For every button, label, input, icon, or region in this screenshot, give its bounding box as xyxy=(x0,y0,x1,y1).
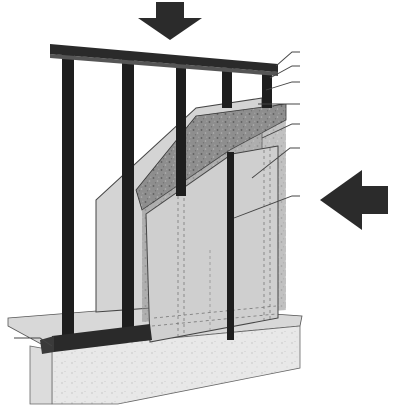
top-track xyxy=(50,44,278,76)
callout-leader-3 xyxy=(265,81,300,91)
callout-leader-1 xyxy=(275,51,300,67)
steel-studs xyxy=(62,54,272,340)
callout-leader-6 xyxy=(251,147,300,179)
callout-leader-7 xyxy=(233,195,300,219)
callout-leader-8 xyxy=(14,337,53,347)
callout-leader-5 xyxy=(261,123,300,139)
load-arrow-top xyxy=(138,2,202,40)
callout-leaders xyxy=(14,51,300,347)
load-arrow-right xyxy=(320,170,388,230)
callout-leader-2 xyxy=(269,65,300,79)
